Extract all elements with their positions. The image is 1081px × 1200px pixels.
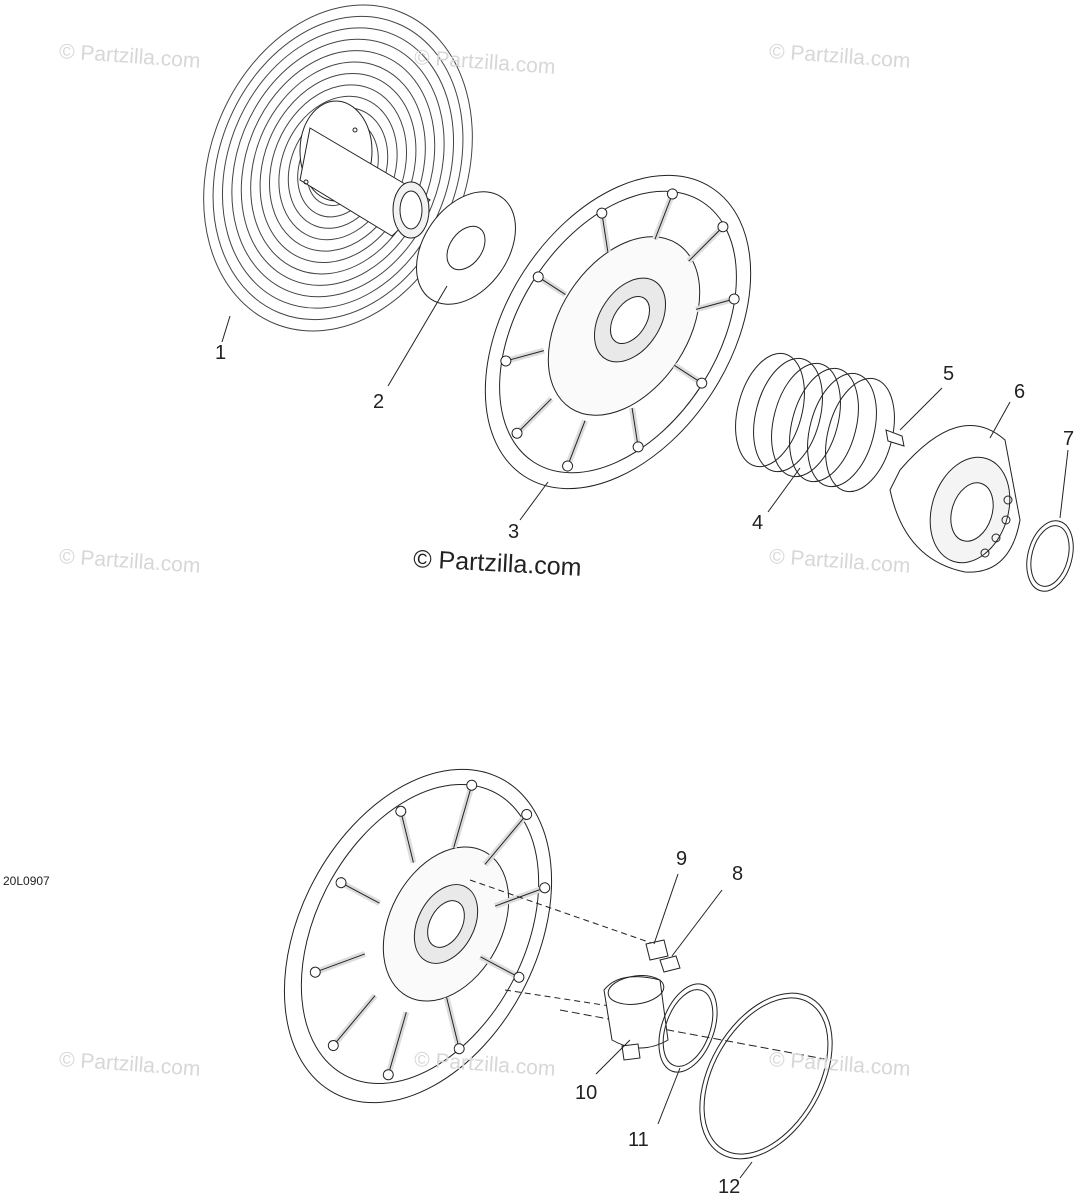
part-4-spring <box>724 346 906 512</box>
part-3-movable-sheave <box>430 127 805 538</box>
lower-sheave <box>230 723 830 1148</box>
part-2-washer <box>388 173 536 386</box>
part-9-roller <box>646 874 678 960</box>
callout-11[interactable]: 11 <box>628 1129 649 1151</box>
callout-9[interactable]: 9 <box>676 848 688 870</box>
callout-3[interactable]: 3 <box>508 521 520 543</box>
callout-6[interactable]: 6 <box>1014 381 1026 403</box>
part-5-button <box>886 388 942 446</box>
callout-12[interactable]: 12 <box>718 1176 741 1198</box>
callout-4[interactable]: 4 <box>752 512 764 534</box>
callout-10[interactable]: 10 <box>575 1082 598 1104</box>
callout-1[interactable]: 1 <box>215 342 227 364</box>
callout-5[interactable]: 5 <box>943 363 955 385</box>
callout-2[interactable]: 2 <box>373 391 385 413</box>
callout-8[interactable]: 8 <box>732 863 744 885</box>
part-8-slider-shoe <box>660 890 722 972</box>
part-11-snap-ring <box>648 976 728 1124</box>
part-10-bushing <box>596 972 668 1074</box>
part-6-cam <box>890 402 1023 573</box>
part-7-retaining-ring <box>1019 450 1080 596</box>
diagram-code: 20L0907 <box>3 874 50 888</box>
callout-7[interactable]: 7 <box>1063 428 1075 450</box>
part-1-fixed-sheave <box>156 0 519 372</box>
part-12-ring <box>673 970 860 1182</box>
